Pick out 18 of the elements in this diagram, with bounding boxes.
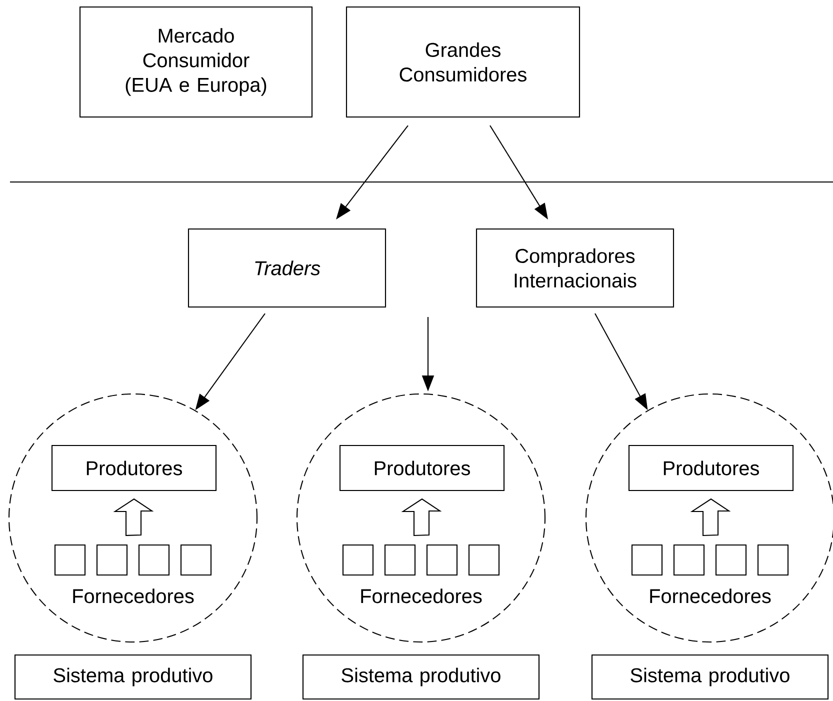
node-label: Fornecedores	[650, 588, 771, 604]
dashed-circle	[8, 393, 258, 643]
dashed-circle	[296, 393, 546, 643]
text-box: Produtores	[628, 444, 794, 492]
text-box: Mercado Consumidor (EUA e Europa)	[79, 6, 313, 118]
text-box: Traders	[188, 228, 386, 308]
node-label: Fornecedores	[73, 588, 194, 604]
node-label: Fornecedores	[361, 588, 482, 604]
text-box: Grandes Consumidores	[346, 6, 580, 118]
supplier-squares-drawing: Fornecedores	[54, 544, 212, 604]
text-box: Sistema produtivo	[591, 654, 829, 700]
supplier-squares-drawing: Fornecedores	[342, 544, 500, 604]
text-box: Sistema produtivo	[302, 654, 540, 700]
text-box: Produtores	[339, 444, 505, 492]
text-box: Sistema produtivo	[14, 654, 252, 700]
text-box: Compradores Internacionais	[476, 228, 674, 308]
supplier-squares-drawing: Fornecedores	[631, 544, 789, 604]
text-box: Produtores	[51, 444, 217, 492]
